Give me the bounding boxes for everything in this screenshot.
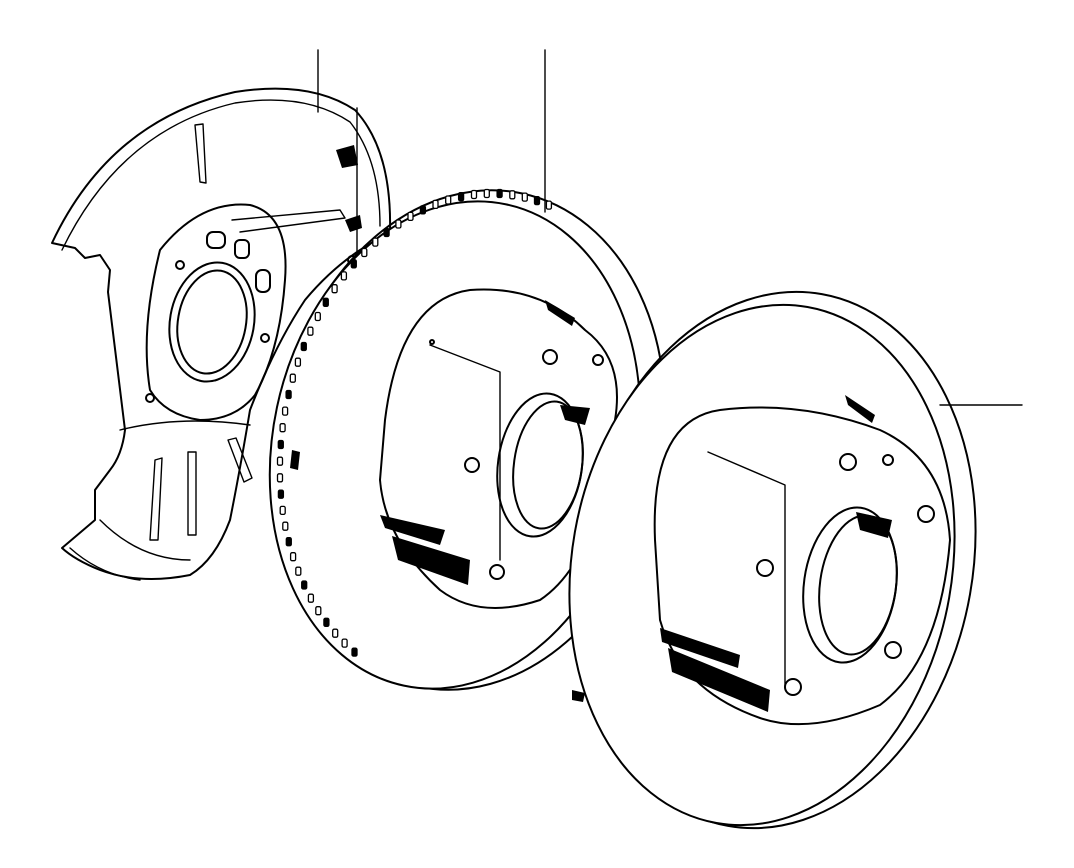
solid-disc-shade-4 (845, 395, 875, 423)
shield-center-bore-inner (176, 269, 248, 375)
brake-dust-shield (51, 87, 392, 581)
cooling-vane (383, 227, 390, 238)
solid-brake-disc (568, 290, 977, 830)
cooling-vane (276, 456, 284, 466)
cooling-vane (407, 211, 414, 222)
cooling-vane (322, 297, 329, 307)
callout-lines (317, 49, 1023, 406)
vented-brake-disc (268, 188, 666, 691)
vented-disc-bolt-1 (542, 349, 558, 365)
vented-disc-cooling-vanes (276, 188, 553, 657)
cooling-vane (285, 537, 292, 547)
shield-rib-5 (227, 437, 253, 483)
cooling-vane (395, 219, 402, 229)
vented-disc-shade-2 (392, 536, 470, 585)
vented-disc-bolt-5 (429, 339, 435, 345)
shield-rib-4 (187, 451, 197, 536)
cooling-vane (432, 199, 439, 210)
cooling-vane (483, 188, 490, 199)
cooling-vane (341, 638, 348, 648)
cooling-vane (294, 357, 302, 367)
shield-edge-stripe-top (336, 145, 358, 168)
cooling-vane (332, 628, 339, 638)
cooling-vane (295, 566, 302, 576)
shield-hole-3 (145, 393, 155, 403)
vented-disc-bolt-3 (464, 457, 480, 473)
cooling-vane (315, 606, 322, 616)
shield-rib-3 (149, 457, 163, 541)
shield-slot-3 (255, 269, 271, 293)
cooling-vane (300, 341, 307, 352)
shield-center-bore-outer (168, 261, 256, 383)
solid-disc-shade-3 (856, 512, 892, 538)
solid-disc-hat-outline (653, 406, 951, 726)
solid-disc-bolt-4 (756, 559, 774, 577)
vented-disc-bolt-4 (489, 564, 505, 580)
cooling-vane (282, 521, 289, 531)
shield-rib-2 (231, 209, 346, 233)
vented-disc-bolt-2 (592, 354, 604, 366)
vented-disc-shade-1 (380, 515, 445, 545)
shield-hole-1 (175, 260, 185, 270)
cooling-vane (496, 188, 503, 199)
solid-disc-shade-5 (572, 690, 585, 702)
solid-disc-outer-front (568, 303, 956, 827)
cooling-vane (276, 473, 284, 483)
solid-disc-hat-face (707, 451, 786, 689)
cooling-vane (277, 439, 284, 450)
cooling-vane (279, 505, 286, 516)
shield-hub-plate (145, 203, 287, 421)
shield-slot-2 (234, 239, 250, 259)
cooling-vane (521, 192, 528, 202)
cooling-vane (351, 647, 358, 657)
vented-disc-bore-inner (512, 400, 584, 530)
shield-rim (61, 99, 381, 251)
cooling-vane (372, 237, 379, 247)
cooling-vane (331, 284, 338, 294)
cooling-vane (323, 617, 330, 627)
solid-disc-bolt-2 (882, 454, 894, 466)
cooling-vane (281, 406, 289, 416)
cooling-vane (545, 200, 553, 210)
cooling-vane (509, 190, 516, 200)
solid-disc-shade-1 (660, 628, 740, 668)
cooling-vane (314, 311, 321, 322)
cooling-vane (289, 552, 297, 562)
cooling-vane (289, 373, 296, 383)
cooling-vane (533, 195, 541, 206)
cooling-vane (279, 423, 286, 433)
cooling-vane (301, 580, 308, 590)
vented-disc-rim-shade (290, 450, 300, 470)
solid-disc-shade-2 (668, 648, 770, 712)
shield-rib-1 (194, 123, 207, 184)
shield-edge-stripe-mid (345, 215, 362, 232)
shield-contour-3 (69, 547, 141, 581)
vented-disc-shade-3 (560, 405, 590, 425)
shield-contour-2 (99, 519, 191, 561)
cooling-vane (285, 389, 292, 400)
cooling-vane (307, 326, 314, 336)
solid-disc-bolt-1 (839, 453, 857, 471)
cooling-vane (307, 593, 315, 603)
cooling-vane (361, 247, 368, 258)
vented-disc-shade-4 (545, 300, 575, 326)
cooling-vane (470, 189, 478, 200)
shield-hole-2 (260, 333, 270, 343)
shield-contour-1 (119, 420, 251, 431)
cooling-vane (457, 192, 465, 202)
solid-disc-bolt-3 (917, 505, 935, 523)
cooling-vane (445, 195, 452, 205)
solid-disc-bolt-6 (784, 678, 802, 696)
solid-disc-bolt-5 (884, 641, 902, 659)
shield-slot-1 (206, 231, 226, 249)
cooling-vane (277, 489, 285, 499)
cooling-vane (419, 205, 427, 215)
cooling-vane (350, 259, 357, 269)
cooling-vane (340, 271, 348, 281)
